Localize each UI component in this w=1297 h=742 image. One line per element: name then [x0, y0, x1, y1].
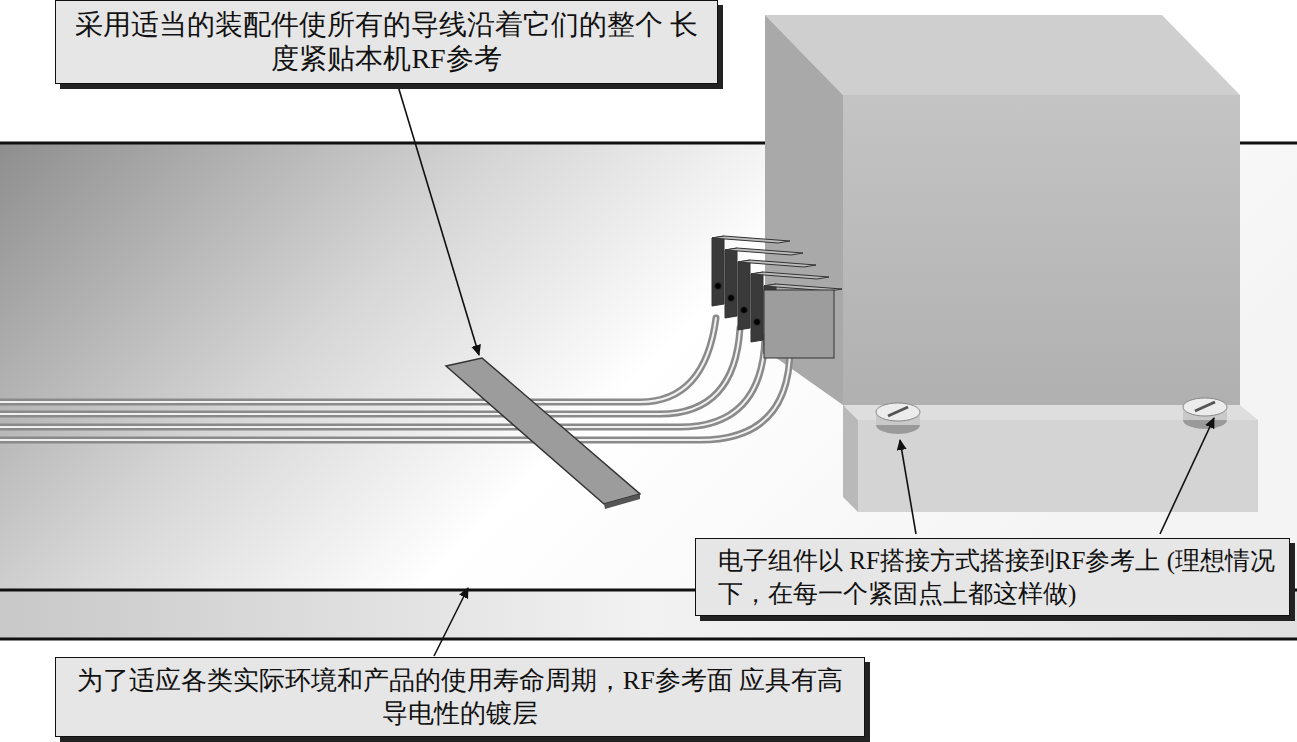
callout-box: 电子组件以 RF搭接方式搭接到RF参考上 (理想情况下，在每一个紧固点上都这样做…	[695, 538, 1290, 616]
connector	[712, 236, 842, 358]
callout-text: 电子组件以 RF搭接方式搭接到RF参考上 (理想情况下，在每一个紧固点上都这样做…	[718, 544, 1279, 610]
callout-box: 为了适应各类实际环境和产品的使用寿命周期，RF参考面 应具有高导电性的镀层	[55, 657, 865, 737]
screw	[876, 403, 920, 434]
callout-text: 采用适当的装配件使所有的导线沿着它们的整个 长度紧贴本机RF参考	[66, 8, 707, 76]
clamp-strap	[446, 358, 640, 509]
wire-bundle	[0, 318, 790, 440]
electronic-assembly	[765, 15, 1258, 512]
callout-box: 采用适当的装配件使所有的导线沿着它们的整个 长度紧贴本机RF参考	[55, 0, 718, 84]
screw	[1183, 398, 1227, 429]
callout-text: 为了适应各类实际环境和产品的使用寿命周期，RF参考面 应具有高导电性的镀层	[68, 664, 852, 730]
